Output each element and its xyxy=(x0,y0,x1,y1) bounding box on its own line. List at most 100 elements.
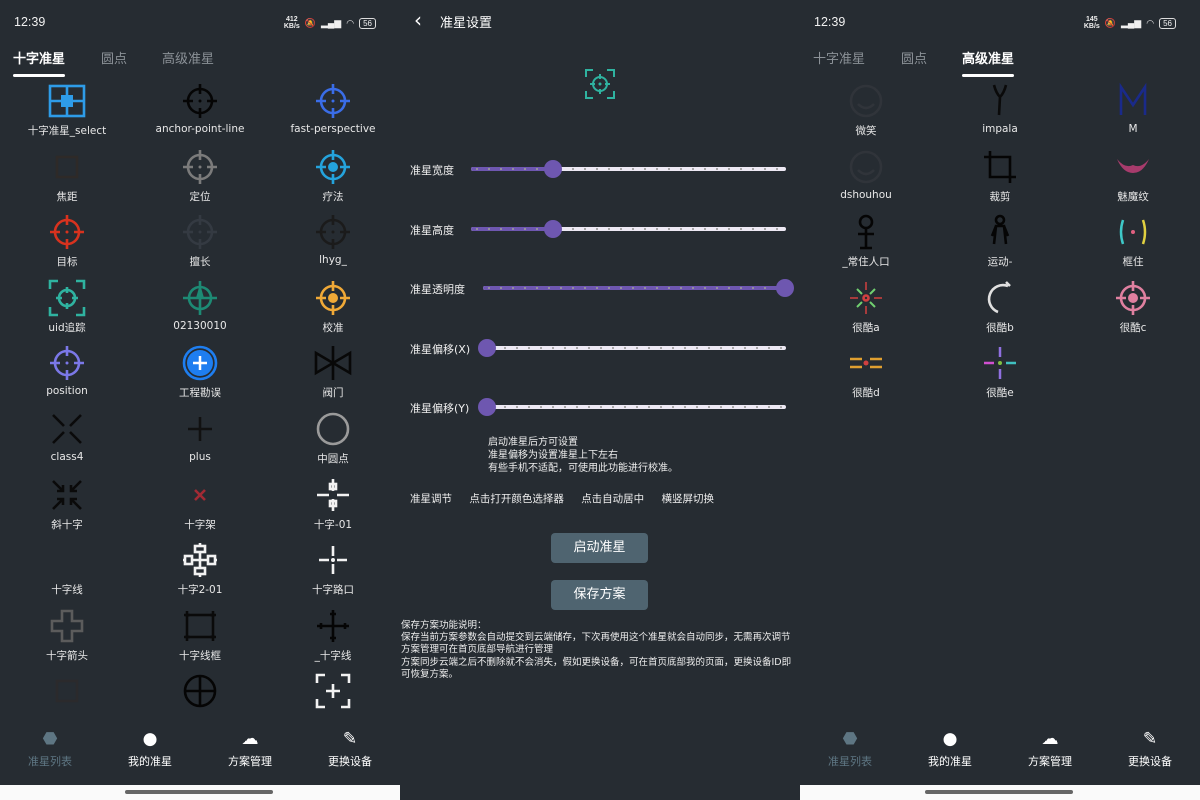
crosshair-item[interactable]: 工程勘误 xyxy=(135,343,265,400)
nav-item[interactable]: ⬣准星列表 xyxy=(800,725,900,769)
status-time: 12:39 xyxy=(14,15,46,29)
slider-ticks xyxy=(487,345,786,350)
crosshair-item[interactable]: 十字箭头 xyxy=(2,606,132,663)
crosshair-item[interactable]: 校准 xyxy=(268,278,398,335)
crosshair-item[interactable]: 十字-01 xyxy=(268,475,398,532)
nav-item-label: 更换设备 xyxy=(328,755,372,768)
slider-thumb[interactable] xyxy=(478,338,496,357)
crosshair-item[interactable]: _常住人口 xyxy=(801,212,931,269)
crosshair-item[interactable]: uid追踪 xyxy=(2,278,132,335)
orientation-toggle-link[interactable]: 横竖屏切换 xyxy=(661,493,715,505)
crosshair-item[interactable]: 疗法 xyxy=(268,147,398,204)
crosshair-item[interactable]: class4 xyxy=(2,409,132,463)
slider-ticks xyxy=(483,286,785,290)
crosshair-item[interactable] xyxy=(268,671,398,711)
color-picker-link[interactable]: 点击打开颜色选择器 xyxy=(469,493,564,505)
crosshair-item-label: 十字-01 xyxy=(313,518,353,531)
crosshair-item[interactable]: _十字线 xyxy=(268,606,398,663)
crosshair-item[interactable]: 运动- xyxy=(935,212,1065,269)
nav-item[interactable]: ●我的准星 xyxy=(100,725,200,769)
crosshair-item[interactable]: dshouhou xyxy=(801,147,931,201)
crosshair-item[interactable]: 很酷e xyxy=(935,343,1065,400)
crosshair-item[interactable]: 魅魔纹 xyxy=(1068,147,1198,204)
crosshair-item[interactable]: 十字线 xyxy=(2,540,132,597)
crosshair-item-label: 十字准星_select xyxy=(27,125,107,137)
crosshair-preview-icon xyxy=(585,69,615,99)
crosshair-item[interactable] xyxy=(2,671,132,711)
crosshair-item[interactable]: fast-perspective xyxy=(268,81,398,135)
crosshair-item[interactable]: 十字线框 xyxy=(135,606,265,663)
crosshair-item[interactable]: M xyxy=(1068,81,1198,135)
crosshair-item[interactable]: position xyxy=(2,343,132,397)
crosshair-item[interactable]: 中圆点 xyxy=(268,409,398,466)
nav-item-label: 准星列表 xyxy=(828,755,872,768)
crosshair-item[interactable]: 微笑 xyxy=(801,81,931,138)
crosshair-item[interactable]: lhyg_ xyxy=(268,212,398,266)
slider-track[interactable] xyxy=(478,398,786,416)
crosshair-item[interactable]: 定位 xyxy=(135,147,265,204)
crosshair-item[interactable]: 裁剪 xyxy=(935,147,1065,204)
nav-item[interactable]: ⬣准星列表 xyxy=(0,725,100,769)
auto-center-link[interactable]: 点击自动居中 xyxy=(581,493,645,505)
crosshair-item[interactable]: 焦距 xyxy=(2,147,132,204)
nav-item[interactable]: ✎更换设备 xyxy=(1100,725,1200,769)
slider-thumb[interactable] xyxy=(776,279,794,297)
crosshair-item[interactable]: 十字路口 xyxy=(268,540,398,597)
slider-track[interactable] xyxy=(471,160,786,178)
crosshair-item[interactable]: 十字准星_select xyxy=(2,81,132,138)
crosshair-item[interactable]: 很酷d xyxy=(801,343,931,400)
crosshair-item[interactable]: anchor-point-line xyxy=(135,81,265,135)
square-icon xyxy=(2,671,132,711)
wings-icon xyxy=(1068,147,1198,187)
tab-crosshair[interactable]: 十字准星 xyxy=(813,52,866,67)
slider-track[interactable] xyxy=(471,219,786,238)
nav-item[interactable]: ●我的准星 xyxy=(900,725,1000,769)
home-indicator[interactable] xyxy=(125,790,273,794)
crosshair-item-label: 工程勘误 xyxy=(179,387,221,400)
crosshair-item-label: 微笑 xyxy=(855,125,877,137)
crosshair-item[interactable]: 02130010 xyxy=(135,278,265,332)
crosshair-item-label: dshouhou xyxy=(840,188,892,201)
tab-crosshair[interactable]: 十字准星 xyxy=(13,48,66,77)
cloud-icon: ☁ xyxy=(241,729,259,749)
crosshair-item[interactable]: 很酷a xyxy=(801,278,931,335)
start-crosshair-button[interactable]: 启动准星 xyxy=(551,533,648,563)
nav-item[interactable]: ☁方案管理 xyxy=(200,725,300,769)
slider-track[interactable] xyxy=(483,279,794,297)
crosshair-item[interactable]: 十字2-01 xyxy=(135,540,265,597)
crosshair-item[interactable] xyxy=(135,671,265,711)
crosshair-item[interactable]: 很酷c xyxy=(1068,278,1198,335)
slider-track[interactable] xyxy=(478,338,786,357)
crosshair-item[interactable]: 目标 xyxy=(2,212,132,269)
save-plan-button[interactable]: 保存方案 xyxy=(551,580,648,610)
arrows4-icon xyxy=(935,343,1065,383)
status-time: 12:39 xyxy=(814,15,846,29)
crosshair-item[interactable]: impala xyxy=(935,81,1065,135)
crosshair-item[interactable]: plus xyxy=(135,409,265,463)
tab-dot[interactable]: 圆点 xyxy=(901,52,928,67)
person-icon xyxy=(801,212,931,252)
crosshair-item[interactable]: 擅长 xyxy=(135,212,265,269)
valve-icon xyxy=(268,343,398,383)
crosshair-item-label: 运动- xyxy=(987,256,1013,269)
tab-advanced[interactable]: 高级准星 xyxy=(162,52,215,67)
nav-item[interactable]: ☁方案管理 xyxy=(1000,725,1100,769)
slider-thumb[interactable] xyxy=(543,160,562,178)
home-indicator[interactable] xyxy=(925,790,1073,794)
acorn-icon: ⬣ xyxy=(42,729,58,749)
back-chevron-icon[interactable]: ‹ xyxy=(414,8,422,32)
crosshair-item[interactable]: 斜十字 xyxy=(2,475,132,532)
slider-row: 准星偏移(Y) xyxy=(410,397,786,417)
arc-icon xyxy=(935,278,1065,318)
crosshair-item[interactable]: 框住 xyxy=(1068,212,1198,269)
tab-dot[interactable]: 圆点 xyxy=(101,52,128,67)
crosshair-item[interactable]: 阀门 xyxy=(268,343,398,400)
slider-row: 准星透明度 xyxy=(410,278,794,298)
slider-thumb[interactable] xyxy=(543,219,562,238)
tab-advanced[interactable]: 高级准星 xyxy=(962,48,1015,77)
nav-item[interactable]: ✎更换设备 xyxy=(300,725,400,769)
crosshair-item[interactable]: 很酷b xyxy=(935,278,1065,335)
crosshair-adjust-link[interactable]: 准星调节 xyxy=(410,493,452,505)
slider-thumb[interactable] xyxy=(478,398,496,416)
crosshair-item[interactable]: 十字架 xyxy=(135,475,265,532)
